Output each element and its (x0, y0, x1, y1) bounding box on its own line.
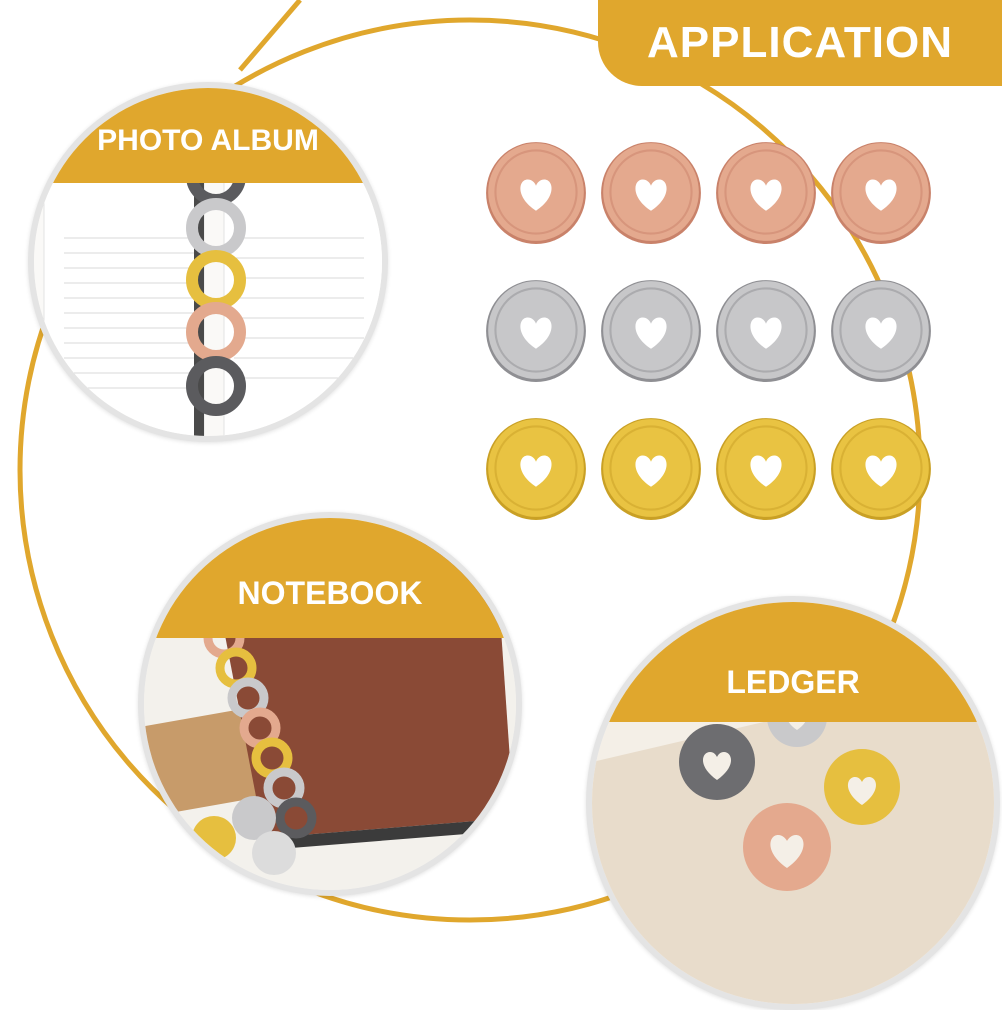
heart-disc-gold (601, 418, 701, 520)
application-banner: APPLICATION (598, 0, 1002, 86)
photo-album-scene: PHOTO ALBUM (28, 82, 388, 442)
heart-disc-rose-gold (716, 142, 816, 244)
ledger-label-band: LEDGER (592, 602, 994, 722)
ledger-scene: LEDGER (586, 596, 1000, 1010)
heart-disc-silver (716, 280, 816, 382)
notebook-scene: NOTEBOOK (138, 512, 522, 896)
photo-album-label: PHOTO ALBUM (97, 123, 319, 157)
heart-disc-silver (831, 280, 931, 382)
heart-disc-silver (601, 280, 701, 382)
notebook-label: NOTEBOOK (237, 574, 423, 611)
photo-album-label-band: PHOTO ALBUM (34, 88, 382, 183)
heart-disc-rose-gold (831, 142, 931, 244)
heart-disc-gold (716, 418, 816, 520)
heart-disc-rose-gold (601, 142, 701, 244)
banner-title: APPLICATION (647, 18, 953, 67)
heart-disc-rose-gold (486, 142, 586, 244)
heart-disc-gold (486, 418, 586, 520)
notebook-label-band: NOTEBOOK (144, 518, 516, 638)
heart-disc-gold (831, 418, 931, 520)
ledger-label: LEDGER (726, 663, 860, 700)
heart-disc-silver (486, 280, 586, 382)
